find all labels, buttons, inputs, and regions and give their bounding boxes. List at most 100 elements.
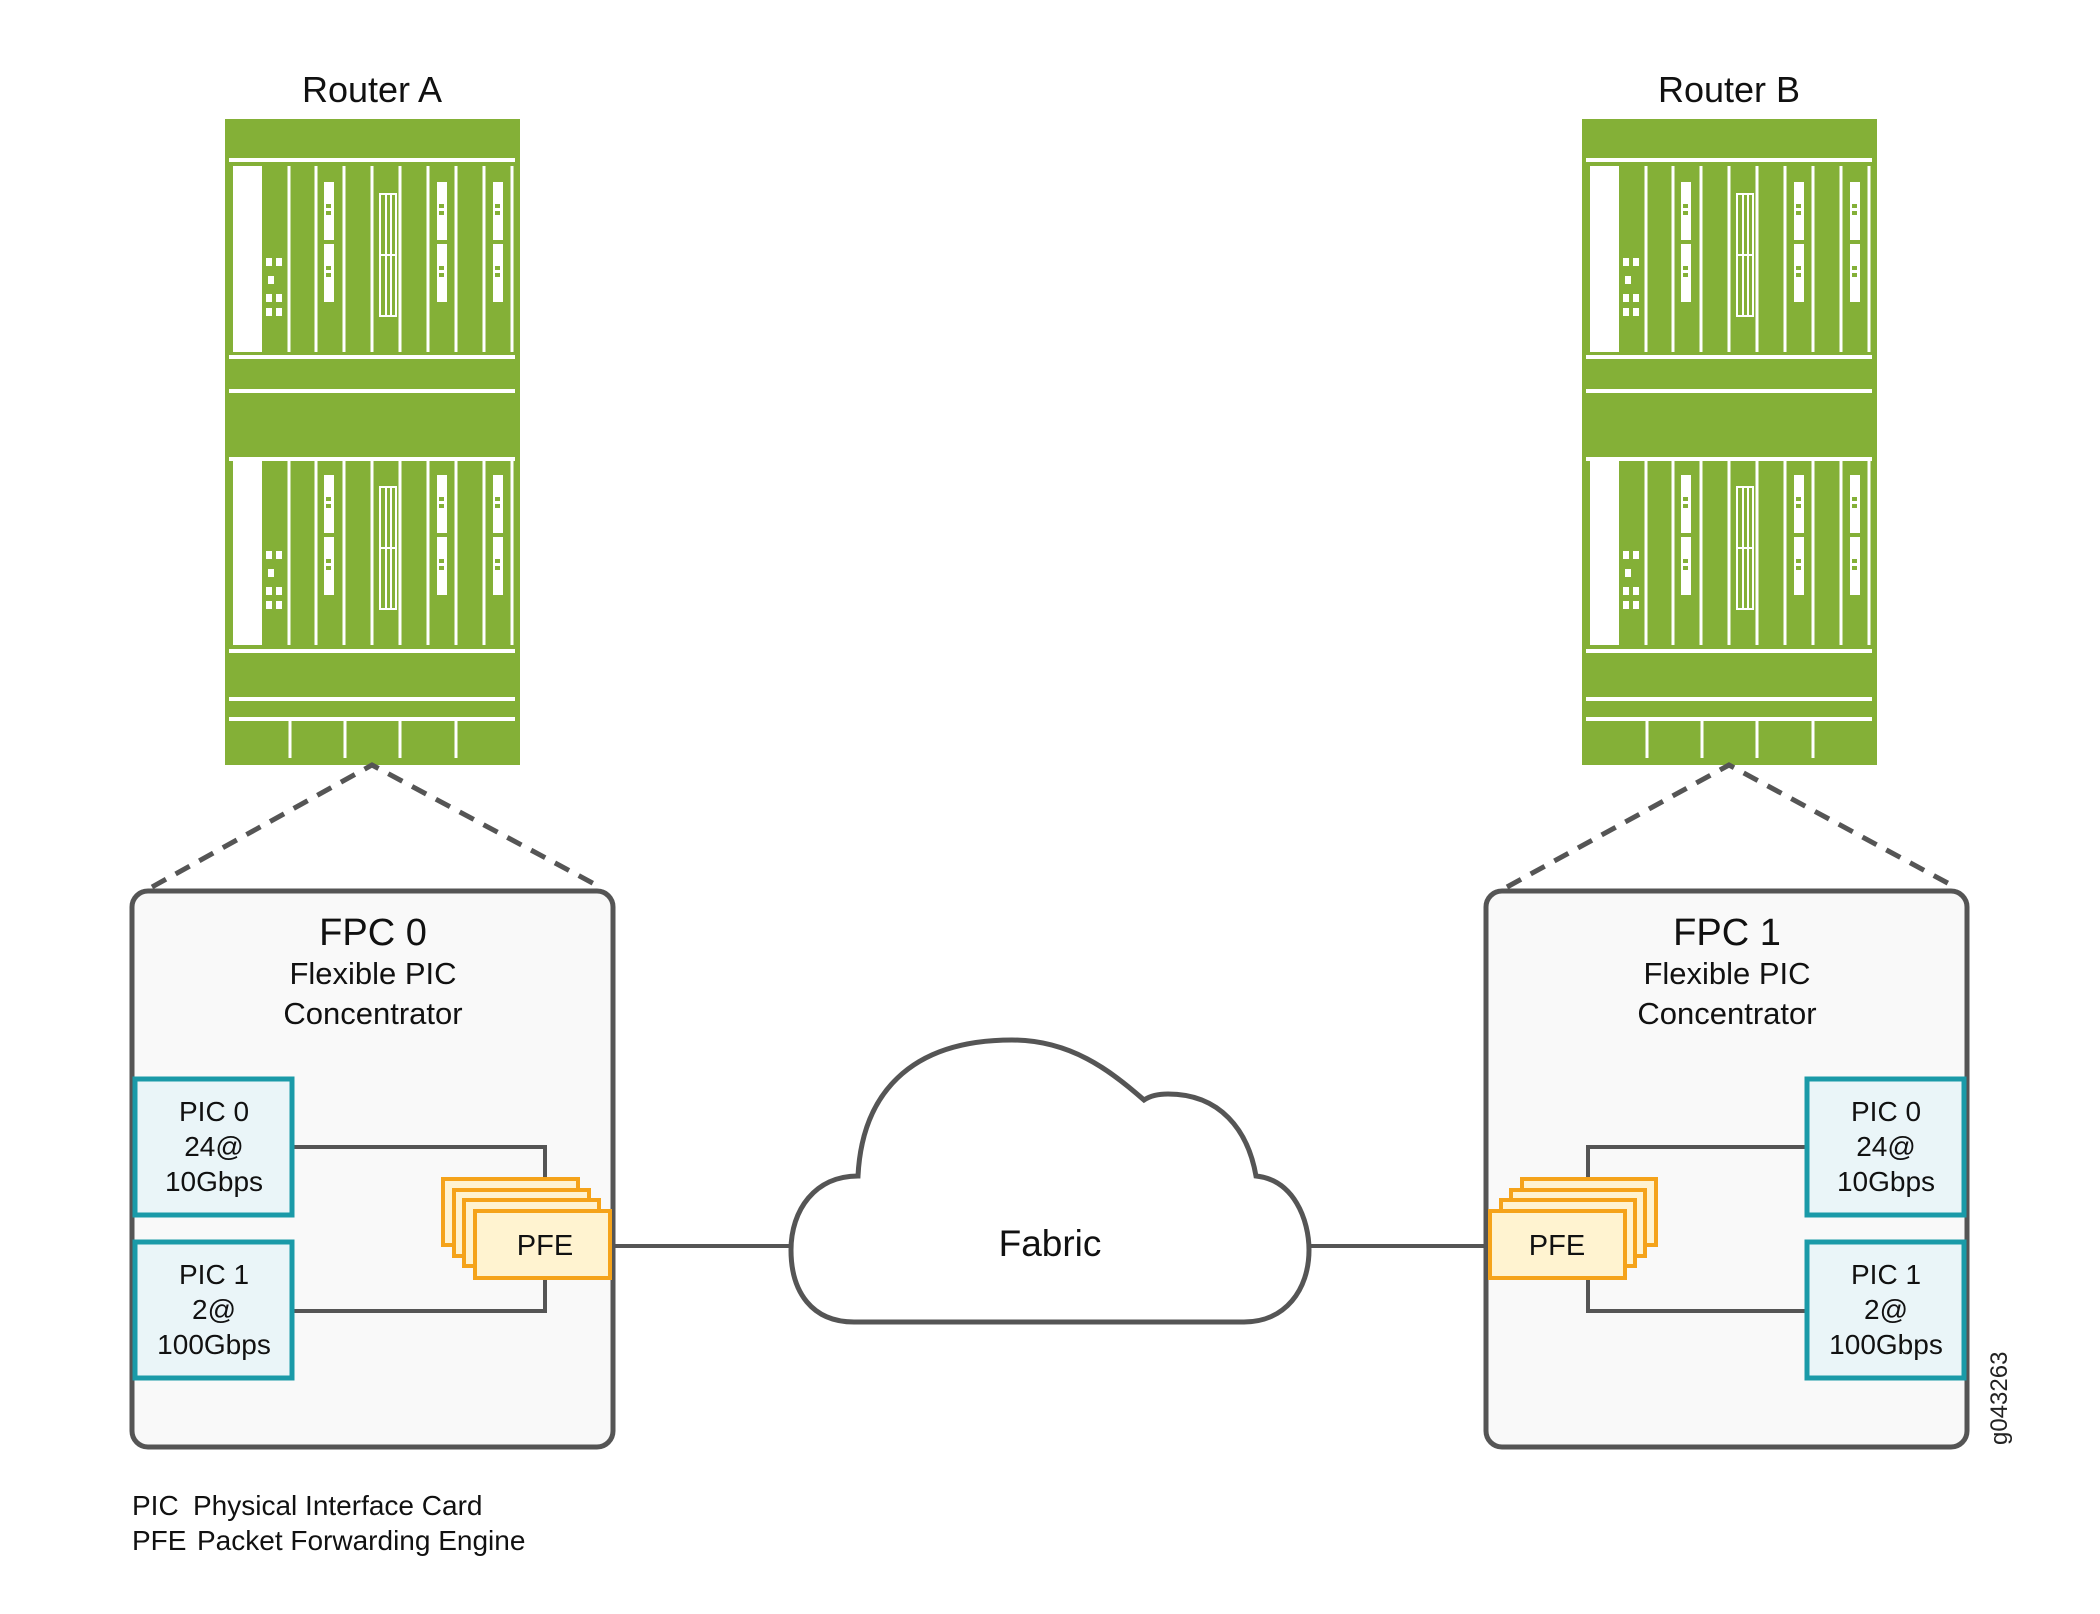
fabric-label: Fabric (999, 1223, 1102, 1264)
led-indicator (276, 294, 282, 302)
fpc-1: FPC 1 Flexible PIC Concentrator PIC 0 24… (1483, 888, 1970, 1450)
led-indicator (266, 601, 272, 609)
fpc-1-pic-0: PIC 0 24@ 10Gbps (1804, 1076, 1967, 1218)
fpc-1-pfe-stack: PFE (1488, 1177, 1658, 1280)
port (326, 504, 331, 508)
port (1852, 566, 1857, 570)
led-indicator (1633, 601, 1639, 609)
fpc-0-title: FPC 0 (319, 912, 427, 954)
led-indicator (276, 587, 282, 595)
port (1683, 204, 1688, 208)
pic-name: PIC 1 (179, 1259, 249, 1290)
led-indicator (266, 294, 272, 302)
router-a-chassis-icon (225, 119, 520, 765)
figure-id: g043263 (1986, 1352, 2013, 1445)
fpc-0: FPC 0 Flexible PIC Concentrator PIC 0 24… (129, 888, 616, 1450)
port (439, 559, 444, 563)
fpc-0-subtitle-1: Flexible PIC (289, 956, 456, 991)
routing-engine-panel (233, 166, 262, 352)
router-a-title: Router A (302, 69, 442, 110)
port (326, 204, 331, 208)
fpc-1-subtitle-1: Flexible PIC (1643, 956, 1810, 991)
pic-name: PIC 0 (1851, 1096, 1921, 1127)
port (1796, 266, 1801, 270)
pic-ports: 2@ (192, 1294, 236, 1325)
port (495, 266, 500, 270)
fpc-1-title: FPC 1 (1673, 912, 1781, 954)
port (495, 566, 500, 570)
port (1796, 566, 1801, 570)
fpc-0-pic-1-link (293, 1278, 547, 1313)
port (326, 566, 331, 570)
port (495, 559, 500, 563)
port (1796, 204, 1801, 208)
led-indicator (1623, 587, 1629, 595)
legend-meaning-pfe: Packet Forwarding Engine (197, 1525, 525, 1556)
legend-meaning-pic: Physical Interface Card (193, 1490, 482, 1521)
fpc-1-pic-0-link (1586, 1145, 1806, 1180)
port (326, 266, 331, 270)
port (1683, 266, 1688, 270)
port (1683, 211, 1688, 215)
routing-engine-panel (233, 459, 262, 645)
port (1683, 273, 1688, 277)
legend-abbr-pfe: PFE (132, 1525, 186, 1556)
led-indicator (276, 551, 282, 559)
port (495, 504, 500, 508)
port (326, 559, 331, 563)
port (439, 566, 444, 570)
led-indicator (1633, 294, 1639, 302)
port (326, 211, 331, 215)
port (439, 266, 444, 270)
led-indicator (266, 551, 272, 559)
port (495, 273, 500, 277)
routing-engine-panel (1590, 166, 1619, 352)
port (439, 204, 444, 208)
port (1852, 497, 1857, 501)
port (326, 273, 331, 277)
port (1796, 504, 1801, 508)
led-indicator (276, 601, 282, 609)
port (1852, 266, 1857, 270)
pfe-label: PFE (1529, 1230, 1585, 1262)
fabric-card (1736, 254, 1754, 317)
port (439, 273, 444, 277)
router-b-zoom-lines (1505, 762, 1957, 890)
led-indicator (1625, 276, 1631, 284)
routing-engine-panel (1590, 459, 1619, 645)
port (1852, 211, 1857, 215)
led-indicator (266, 258, 272, 266)
port (495, 211, 500, 215)
port (1683, 497, 1688, 501)
fabric-card (1736, 547, 1754, 610)
pic-name: PIC 1 (1851, 1259, 1921, 1290)
led-indicator (266, 587, 272, 595)
led-indicator (276, 258, 282, 266)
pic-ports: 24@ (1856, 1131, 1916, 1162)
fpc-0-subtitle-2: Concentrator (283, 996, 462, 1031)
led-indicator (1623, 294, 1629, 302)
pic-speed: 10Gbps (1837, 1166, 1935, 1197)
port (1683, 504, 1688, 508)
router-a-zoom-lines (150, 762, 602, 890)
port (495, 204, 500, 208)
pfe-label: PFE (517, 1230, 573, 1262)
port (1852, 273, 1857, 277)
legend: PIC Physical Interface Card PFE Packet F… (132, 1490, 525, 1556)
port (1683, 559, 1688, 563)
port (326, 497, 331, 501)
led-indicator (1633, 308, 1639, 316)
led-indicator (1623, 601, 1629, 609)
cloud-icon (788, 1037, 1312, 1325)
pic-speed: 10Gbps (165, 1166, 263, 1197)
port (1796, 273, 1801, 277)
pic-speed: 100Gbps (157, 1329, 271, 1360)
port (1796, 497, 1801, 501)
fpc-1-subtitle-2: Concentrator (1637, 996, 1816, 1031)
pic-speed: 100Gbps (1829, 1329, 1943, 1360)
port (1852, 204, 1857, 208)
fpc-0-pic-0: PIC 0 24@ 10Gbps (132, 1076, 295, 1218)
port (1796, 211, 1801, 215)
fpc-1-pic-1-link (1586, 1278, 1806, 1313)
